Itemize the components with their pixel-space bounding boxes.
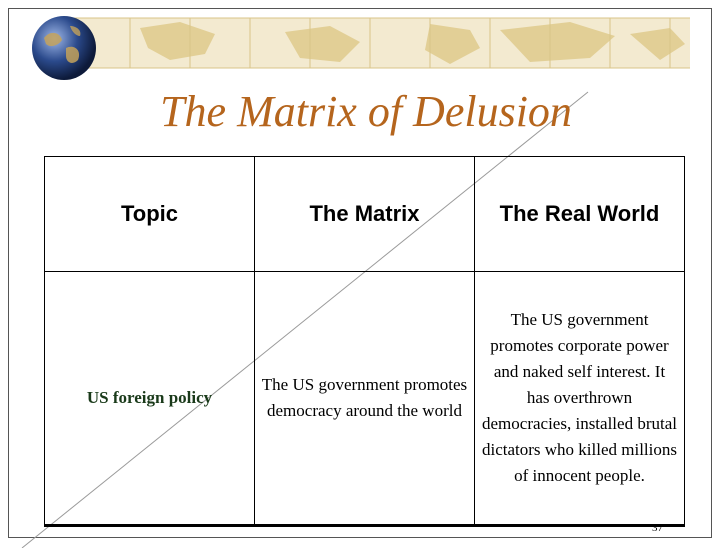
table-header-row: Topic The Matrix The Real World	[44, 156, 685, 272]
page-number: 37	[652, 522, 663, 534]
cell-topic: US foreign policy	[44, 271, 255, 527]
comparison-table: Topic The Matrix The Real World US forei…	[44, 156, 685, 527]
column-header-real-world: The Real World	[474, 156, 685, 272]
slide-frame	[8, 8, 712, 538]
table-row: US foreign policy The US government prom…	[44, 271, 685, 527]
world-map-banner	[70, 17, 690, 69]
slide-title: The Matrix of Delusion	[160, 87, 572, 136]
cell-matrix: The US government promotes democracy aro…	[254, 271, 475, 527]
column-header-topic: Topic	[44, 156, 255, 272]
globe-icon	[32, 16, 96, 80]
column-header-matrix: The Matrix	[254, 156, 475, 272]
cell-real-world: The US government promotes corporate pow…	[474, 271, 685, 527]
